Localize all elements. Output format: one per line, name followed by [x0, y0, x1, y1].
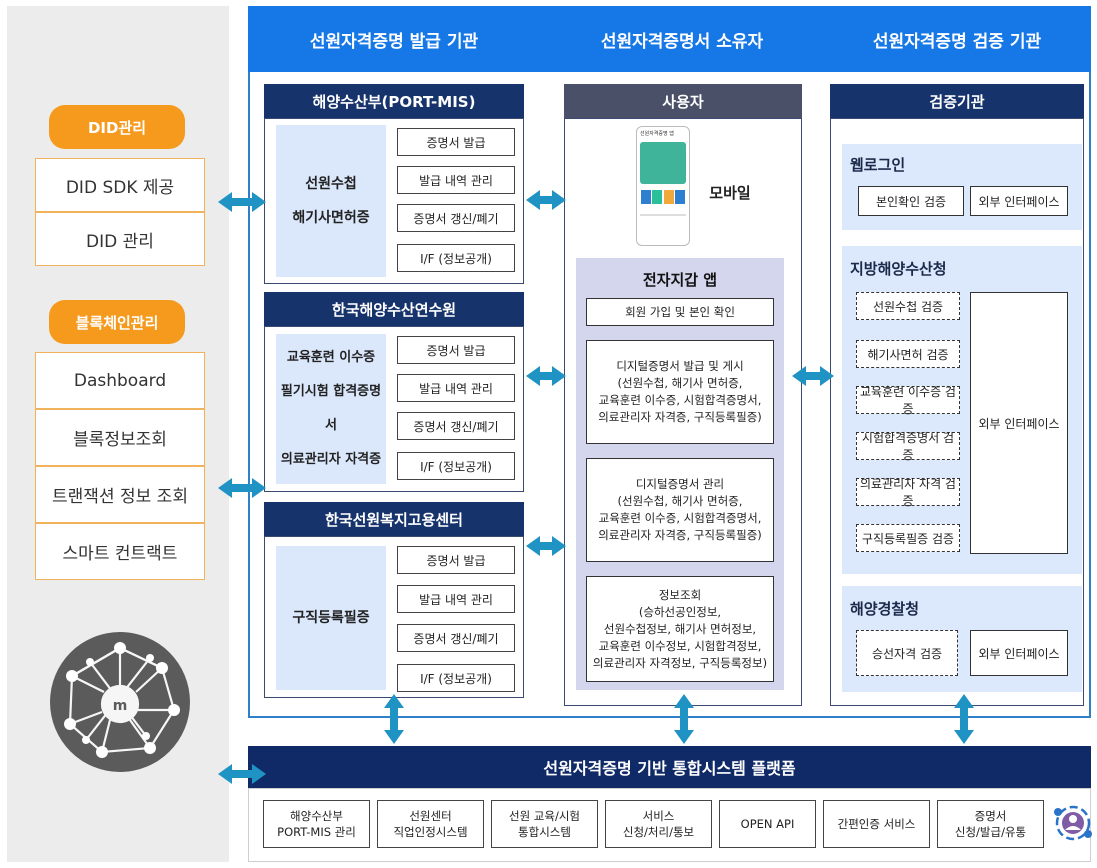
did-management-label: DID관리	[49, 105, 185, 149]
wallet-box-line: 디지털증명서 발급 및 게시	[616, 359, 744, 373]
exam-cert-check[interactable]: 시험합격증명서 검증	[856, 431, 960, 462]
info-disclosure-button[interactable]: I/F (정보공개)	[397, 664, 515, 692]
renew-revoke-button[interactable]: 증명서 갱신/폐기	[397, 624, 515, 652]
coast-guard-title: 해양경찰청	[850, 599, 920, 618]
credential-label: 의료관리자 자격증	[280, 452, 382, 467]
wallet-manage-box[interactable]: 디지털증명서 관리 (선원수첩, 해기사 면허증, 교육훈련 이수증, 시험합격…	[586, 458, 774, 562]
platform-title-bar: 선원자격증명 기반 통합시스템 플랫폼	[248, 746, 1091, 788]
svg-text:m: m	[113, 698, 128, 714]
users-network-icon	[1054, 805, 1092, 841]
verifier-column-title: 선원자격증명 검증 기관	[872, 31, 1042, 52]
wallet-box-line: 의료관리자 자격증, 구직등록필증)	[598, 528, 762, 542]
issuer-mof-header: 해양수산부(PORT-MIS)	[264, 84, 524, 118]
issue-history-button[interactable]: 발급 내역 관리	[397, 585, 515, 613]
medical-admin-check[interactable]: 의료관리자 자격 검증	[856, 477, 960, 508]
left-item-did-management[interactable]: DID 관리	[35, 212, 205, 266]
credential-label: 교육훈련 이수증	[286, 350, 376, 365]
phone-app-header: 선원자격증명 앱	[640, 131, 674, 137]
issuer-welfare-credentials: 구직등록필증	[276, 546, 386, 690]
external-interface-button[interactable]: 외부 인터페이스	[970, 186, 1068, 216]
issue-history-button[interactable]: 발급 내역 관리	[397, 374, 515, 402]
platform-item-line: 증명서	[974, 809, 1007, 823]
wallet-box-line: 교육훈련 이수증, 시험합격증명서,	[598, 511, 762, 525]
info-disclosure-button[interactable]: I/F (정보공개)	[397, 244, 515, 272]
left-item-transaction-info[interactable]: 트랜잭션 정보 조회	[35, 466, 205, 523]
platform-item-line: 통합시스템	[518, 825, 571, 839]
issuer-column-title: 선원자격증명 발급 기관	[309, 31, 479, 52]
wallet-box-line: 의료관리자 자격정보, 구직등록정보)	[592, 655, 768, 670]
wallet-box-line: (승하선공인정보,	[638, 604, 722, 619]
training-cert-check[interactable]: 교육훈련 이수증 검증	[856, 385, 960, 416]
header-band	[248, 6, 1091, 72]
credential-label: 구직등록필증	[292, 610, 370, 626]
wallet-box-line: 회원 가입 및 본인 확인	[625, 304, 735, 319]
issue-certificate-button[interactable]: 증명서 발급	[397, 128, 515, 156]
platform-item-line: 선원 교육/시험	[508, 809, 580, 823]
wallet-box-line: 디지털증명서 관리	[635, 477, 725, 491]
left-item-did-sdk[interactable]: DID SDK 제공	[35, 158, 205, 212]
platform-item-line: 신청/처리/통보	[622, 825, 695, 839]
wallet-box-line: 정보조회	[658, 587, 702, 602]
identity-verification-button[interactable]: 본인확인 검증	[858, 186, 964, 216]
left-item-dashboard[interactable]: Dashboard	[35, 352, 205, 409]
credential-label: 해기사면허증	[292, 210, 370, 226]
platform-item-line: 서비스	[642, 809, 675, 823]
wallet-signup-box[interactable]: 회원 가입 및 본인 확인	[586, 298, 774, 326]
wallet-box-line: 의료관리자 자격증, 구직등록필증)	[598, 410, 762, 424]
license-check[interactable]: 해기사면허 검증	[856, 340, 960, 368]
platform-item-line: PORT-MIS 관리	[277, 825, 356, 839]
issue-history-button[interactable]: 발급 내역 관리	[397, 166, 515, 194]
issue-certificate-button[interactable]: 증명서 발급	[397, 546, 515, 574]
job-registration-check[interactable]: 구직등록필증 검증	[856, 524, 960, 552]
blockchain-management-label: 블록체인관리	[49, 300, 185, 344]
platform-item-line: OPEN API	[740, 817, 795, 831]
platform-item-certificate[interactable]: 증명서 신청/발급/유통	[937, 800, 1044, 848]
renew-revoke-button[interactable]: 증명서 갱신/폐기	[397, 204, 515, 232]
issuer-kimft-credentials: 교육훈련 이수증 필기시험 합격증명서 의료관리자 자격증	[276, 334, 386, 484]
issue-certificate-button[interactable]: 증명서 발급	[397, 336, 515, 364]
issuer-welfare-header: 한국선원복지고용센터	[264, 502, 524, 536]
info-disclosure-button[interactable]: I/F (정보공개)	[397, 452, 515, 480]
platform-item-education[interactable]: 선원 교육/시험 통합시스템	[491, 800, 598, 848]
regional-external-interface[interactable]: 외부 인터페이스	[970, 292, 1068, 554]
wallet-box-line: 교육훈련 이수증, 시험합격증명서,	[598, 393, 762, 407]
web-login-title: 웹로그인	[850, 155, 906, 174]
platform-item-open-api[interactable]: OPEN API	[719, 800, 816, 848]
wallet-box-line: 교육훈련 이수정보, 시험합격정보,	[598, 638, 762, 653]
blockchain-network-icon: m	[50, 632, 190, 772]
wallet-info-query-box[interactable]: 정보조회 (승하선공인정보, 선원수첩정보, 해기사 면허정보, 교육훈련 이수…	[586, 576, 774, 682]
platform-item-service[interactable]: 서비스 신청/처리/통보	[605, 800, 712, 848]
wallet-box-line: (선원수첩, 해기사 면허증,	[617, 376, 743, 390]
issuer-kimft-header: 한국해양수산연수원	[264, 292, 524, 326]
verifier-header: 검증기관	[830, 84, 1084, 118]
credential-label: 필기시험 합격증명서	[280, 384, 382, 433]
issuer-mof-credentials: 선원수첩 해기사면허증	[276, 125, 386, 277]
holder-column-title: 선원자격증명서 소유자	[600, 31, 764, 52]
seaman-book-check[interactable]: 선원수첩 검증	[856, 292, 960, 320]
platform-item-line: 신청/발급/유통	[954, 825, 1027, 839]
platform-item-line: 해양수산부	[290, 809, 343, 823]
credential-label: 선원수첩	[305, 176, 357, 192]
wallet-app-title: 전자지갑 앱	[642, 270, 718, 289]
regional-office-title: 지방해양수산청	[850, 259, 947, 278]
wallet-issue-box[interactable]: 디지털증명서 발급 및 게시 (선원수첩, 해기사 면허증, 교육훈련 이수증,…	[586, 340, 774, 444]
wallet-box-line: 선원수첩정보, 해기사 면허정보,	[603, 621, 757, 636]
platform-item-portmis[interactable]: 해양수산부 PORT-MIS 관리	[263, 800, 370, 848]
wallet-box-line: (선원수첩, 해기사 면허증,	[617, 494, 743, 508]
boarding-qualification-check[interactable]: 승선자격 검증	[856, 630, 958, 676]
left-item-smart-contract[interactable]: 스마트 컨트랙트	[35, 523, 205, 580]
mobile-phone-icon: 선원자격증명 앱	[636, 126, 690, 246]
platform-item-line: 직업인정시스템	[393, 825, 468, 839]
platform-item-line: 선원센터	[409, 809, 452, 823]
mobile-label: 모바일	[709, 183, 751, 202]
renew-revoke-button[interactable]: 증명서 갱신/폐기	[397, 412, 515, 440]
user-header: 사용자	[564, 84, 802, 118]
left-item-block-info[interactable]: 블록정보조회	[35, 409, 205, 466]
coast-guard-external-interface[interactable]: 외부 인터페이스	[970, 630, 1068, 676]
platform-item-seafarer-center[interactable]: 선원센터 직업인정시스템	[377, 800, 484, 848]
platform-item-line: 간편인증 서비스	[837, 817, 916, 831]
platform-item-simple-auth[interactable]: 간편인증 서비스	[823, 800, 930, 848]
